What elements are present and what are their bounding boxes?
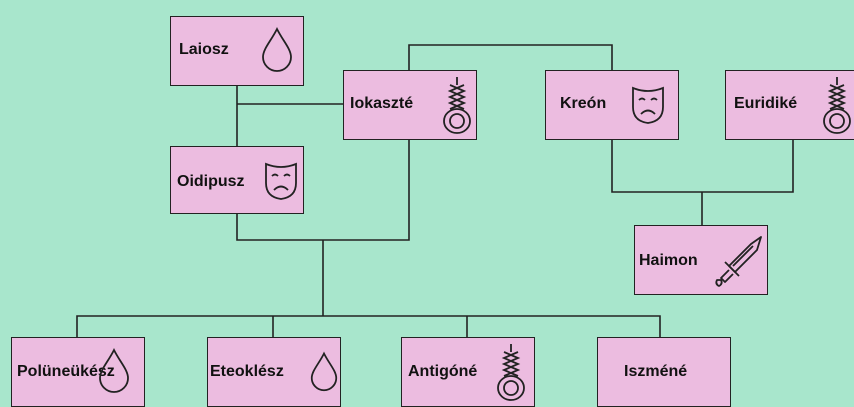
person-name: Eteoklész [210, 363, 284, 380]
person-node-iszmene: Iszméné [597, 337, 731, 407]
noose-icon [440, 75, 474, 135]
connector-iokaszte-kreon [408, 44, 613, 70]
person-name: Kreón [560, 95, 607, 112]
sword-icon [713, 234, 765, 288]
person-node-antigone: Antigóné [401, 337, 535, 407]
person-name: Iokaszté [350, 95, 414, 112]
drop-icon [308, 350, 340, 392]
person-name: Polüneükész [17, 363, 115, 380]
noose-icon [820, 75, 854, 135]
drop-icon [259, 25, 295, 73]
tragedy-mask-icon [630, 85, 666, 125]
person-node-euridike: Euridiké [725, 70, 854, 140]
noose-icon [494, 342, 528, 402]
connector-children-bar [76, 315, 661, 337]
person-name: Laiosz [179, 41, 229, 58]
person-node-kreon: Kreón [545, 70, 679, 140]
person-node-iokaszte: Iokaszté [343, 70, 477, 140]
person-node-laiosz: Laiosz [170, 16, 304, 86]
connector-lines [76, 44, 794, 337]
drop-icon [96, 346, 132, 394]
person-node-oidipusz: Oidipusz [170, 146, 304, 214]
tragedy-mask-icon [263, 161, 299, 201]
person-node-haimon: Haimon [634, 225, 768, 295]
person-name: Antigóné [408, 363, 478, 380]
person-name: Oidipusz [177, 173, 245, 190]
person-name: Iszméné [624, 363, 688, 380]
person-node-poluneukesz: Polüneükész [11, 337, 145, 407]
person-name: Haimon [639, 252, 698, 269]
person-node-eteoklesz: Eteoklész [207, 337, 341, 407]
person-name: Euridiké [734, 95, 798, 112]
connector-kreon-euridike [611, 140, 794, 193]
family-tree-diagram: Laiosz Iokaszté Kreón Euridiké Oidipusz … [11, 16, 854, 407]
